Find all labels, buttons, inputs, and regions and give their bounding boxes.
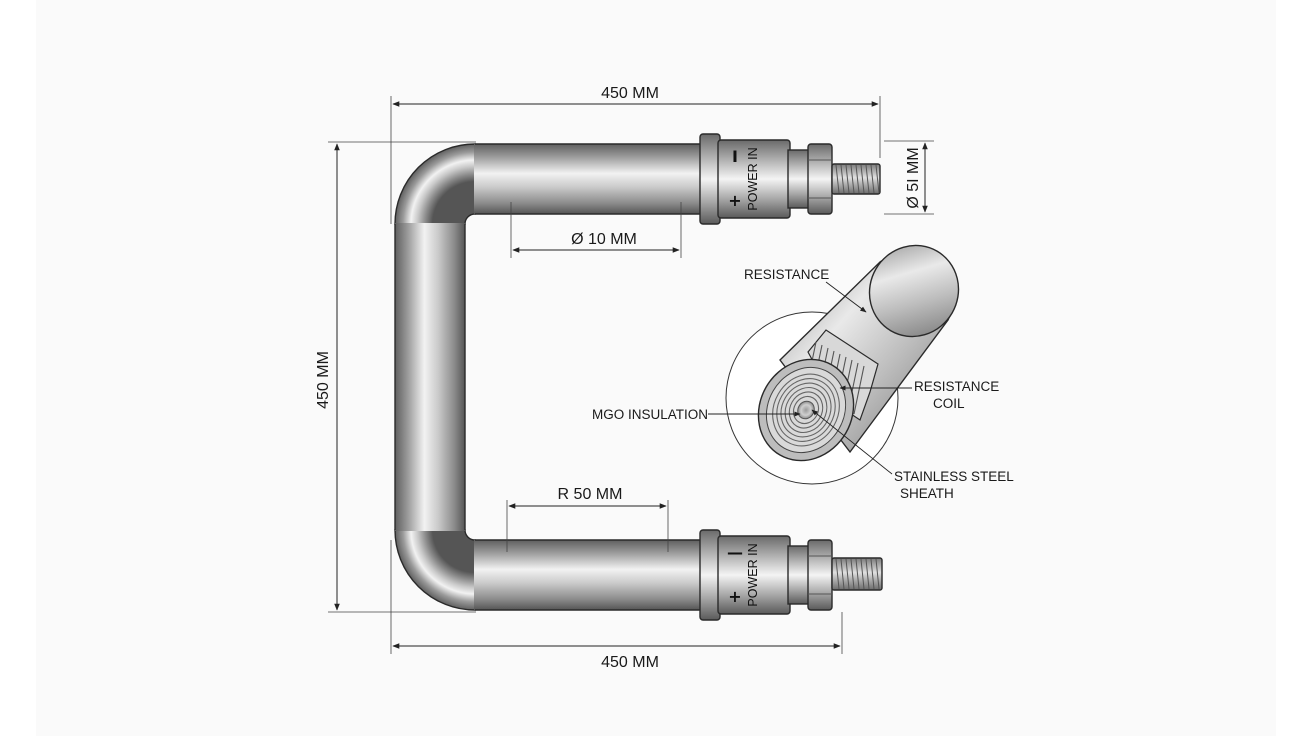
tube-top-bend xyxy=(394,143,476,225)
thread-ridge xyxy=(870,164,875,194)
tube-bottom-leg xyxy=(474,540,702,610)
thread-ridge xyxy=(850,164,855,194)
dimension-top-width-label: 450 MM xyxy=(601,85,659,102)
thread-ridge xyxy=(875,164,880,194)
callout-resistance-coil-line1: RESISTANCE xyxy=(914,379,999,394)
callout-resistance-coil-line2: COIL xyxy=(933,396,965,411)
top-terminal: POWER IN + I xyxy=(699,133,881,225)
thread-ridge xyxy=(845,164,850,194)
bottom-terminal-minus: — xyxy=(727,543,743,562)
dimension-bottom-width: 450 MM xyxy=(390,540,843,671)
cutaway-detail: RESISTANCE RESISTANCE COIL MGO INSULATIO… xyxy=(592,244,1014,501)
thread-ridge xyxy=(855,164,860,194)
thread-ridge xyxy=(865,558,870,590)
thread-ridge xyxy=(860,164,865,194)
coil-ring xyxy=(792,395,820,425)
thread-ridge xyxy=(845,558,850,590)
top-terminal-minus: I xyxy=(732,147,738,166)
bottom-terminal-plus: + xyxy=(728,587,741,606)
tube-vertical-leg xyxy=(395,223,465,531)
top-terminal-collar xyxy=(699,133,721,225)
thread-ridge xyxy=(875,558,880,590)
dimension-height-label: 450 MM xyxy=(315,351,332,409)
coil-winding xyxy=(853,365,865,415)
thread-ridge xyxy=(850,558,855,590)
coil-ring xyxy=(772,373,840,447)
bottom-terminal-neck xyxy=(787,545,811,605)
bottom-terminal-collar xyxy=(699,529,721,621)
coil-ring xyxy=(776,378,836,442)
thread-ridge xyxy=(835,164,840,194)
paper-background xyxy=(36,0,1276,736)
dimension-terminal-diameter: Ø 5I MM xyxy=(884,140,934,215)
top-terminal-label: POWER IN xyxy=(746,147,760,210)
callout-sheath-line2: SHEATH xyxy=(900,486,954,501)
bottom-terminal: POWER IN + — xyxy=(699,529,883,621)
thread-ridge xyxy=(865,164,870,194)
thread-ridge xyxy=(855,558,860,590)
coil-ring xyxy=(784,387,828,433)
dimension-bottom-width-label: 450 MM xyxy=(601,654,659,671)
thread-ridge xyxy=(860,558,865,590)
u-tube xyxy=(394,143,702,611)
bottom-terminal-label: POWER IN xyxy=(746,543,760,606)
dimension-top-width: 450 MM xyxy=(390,85,881,224)
dimension-terminal-diameter-label: Ø 5I MM xyxy=(905,147,922,208)
top-terminal-neck xyxy=(787,149,811,209)
thread-ridge xyxy=(840,164,845,194)
callout-mgo-insulation: MGO INSULATION xyxy=(592,407,708,422)
callout-resistance: RESISTANCE xyxy=(744,267,829,282)
sheath-far-end xyxy=(868,244,960,338)
dimension-bend-radius: R 50 MM xyxy=(506,486,669,552)
dimension-height: 450 MM xyxy=(315,141,476,613)
dimension-tube-diameter-label: Ø 10 MM xyxy=(571,231,637,248)
top-terminal-plus: + xyxy=(728,191,741,210)
top-terminal-nut xyxy=(807,143,833,215)
tube-top-leg xyxy=(474,144,702,214)
dimension-bend-radius-label: R 50 MM xyxy=(558,486,623,503)
coil-ring xyxy=(788,391,824,429)
callout-sheath-line1: STAINLESS STEEL xyxy=(894,469,1014,484)
tube-bottom-bend xyxy=(394,529,476,611)
thread-ridge xyxy=(840,558,845,590)
bottom-terminal-nut xyxy=(807,539,833,611)
thread-ridge xyxy=(870,558,875,590)
dimension-tube-diameter: Ø 10 MM xyxy=(510,202,682,258)
thread-ridge xyxy=(835,558,840,590)
